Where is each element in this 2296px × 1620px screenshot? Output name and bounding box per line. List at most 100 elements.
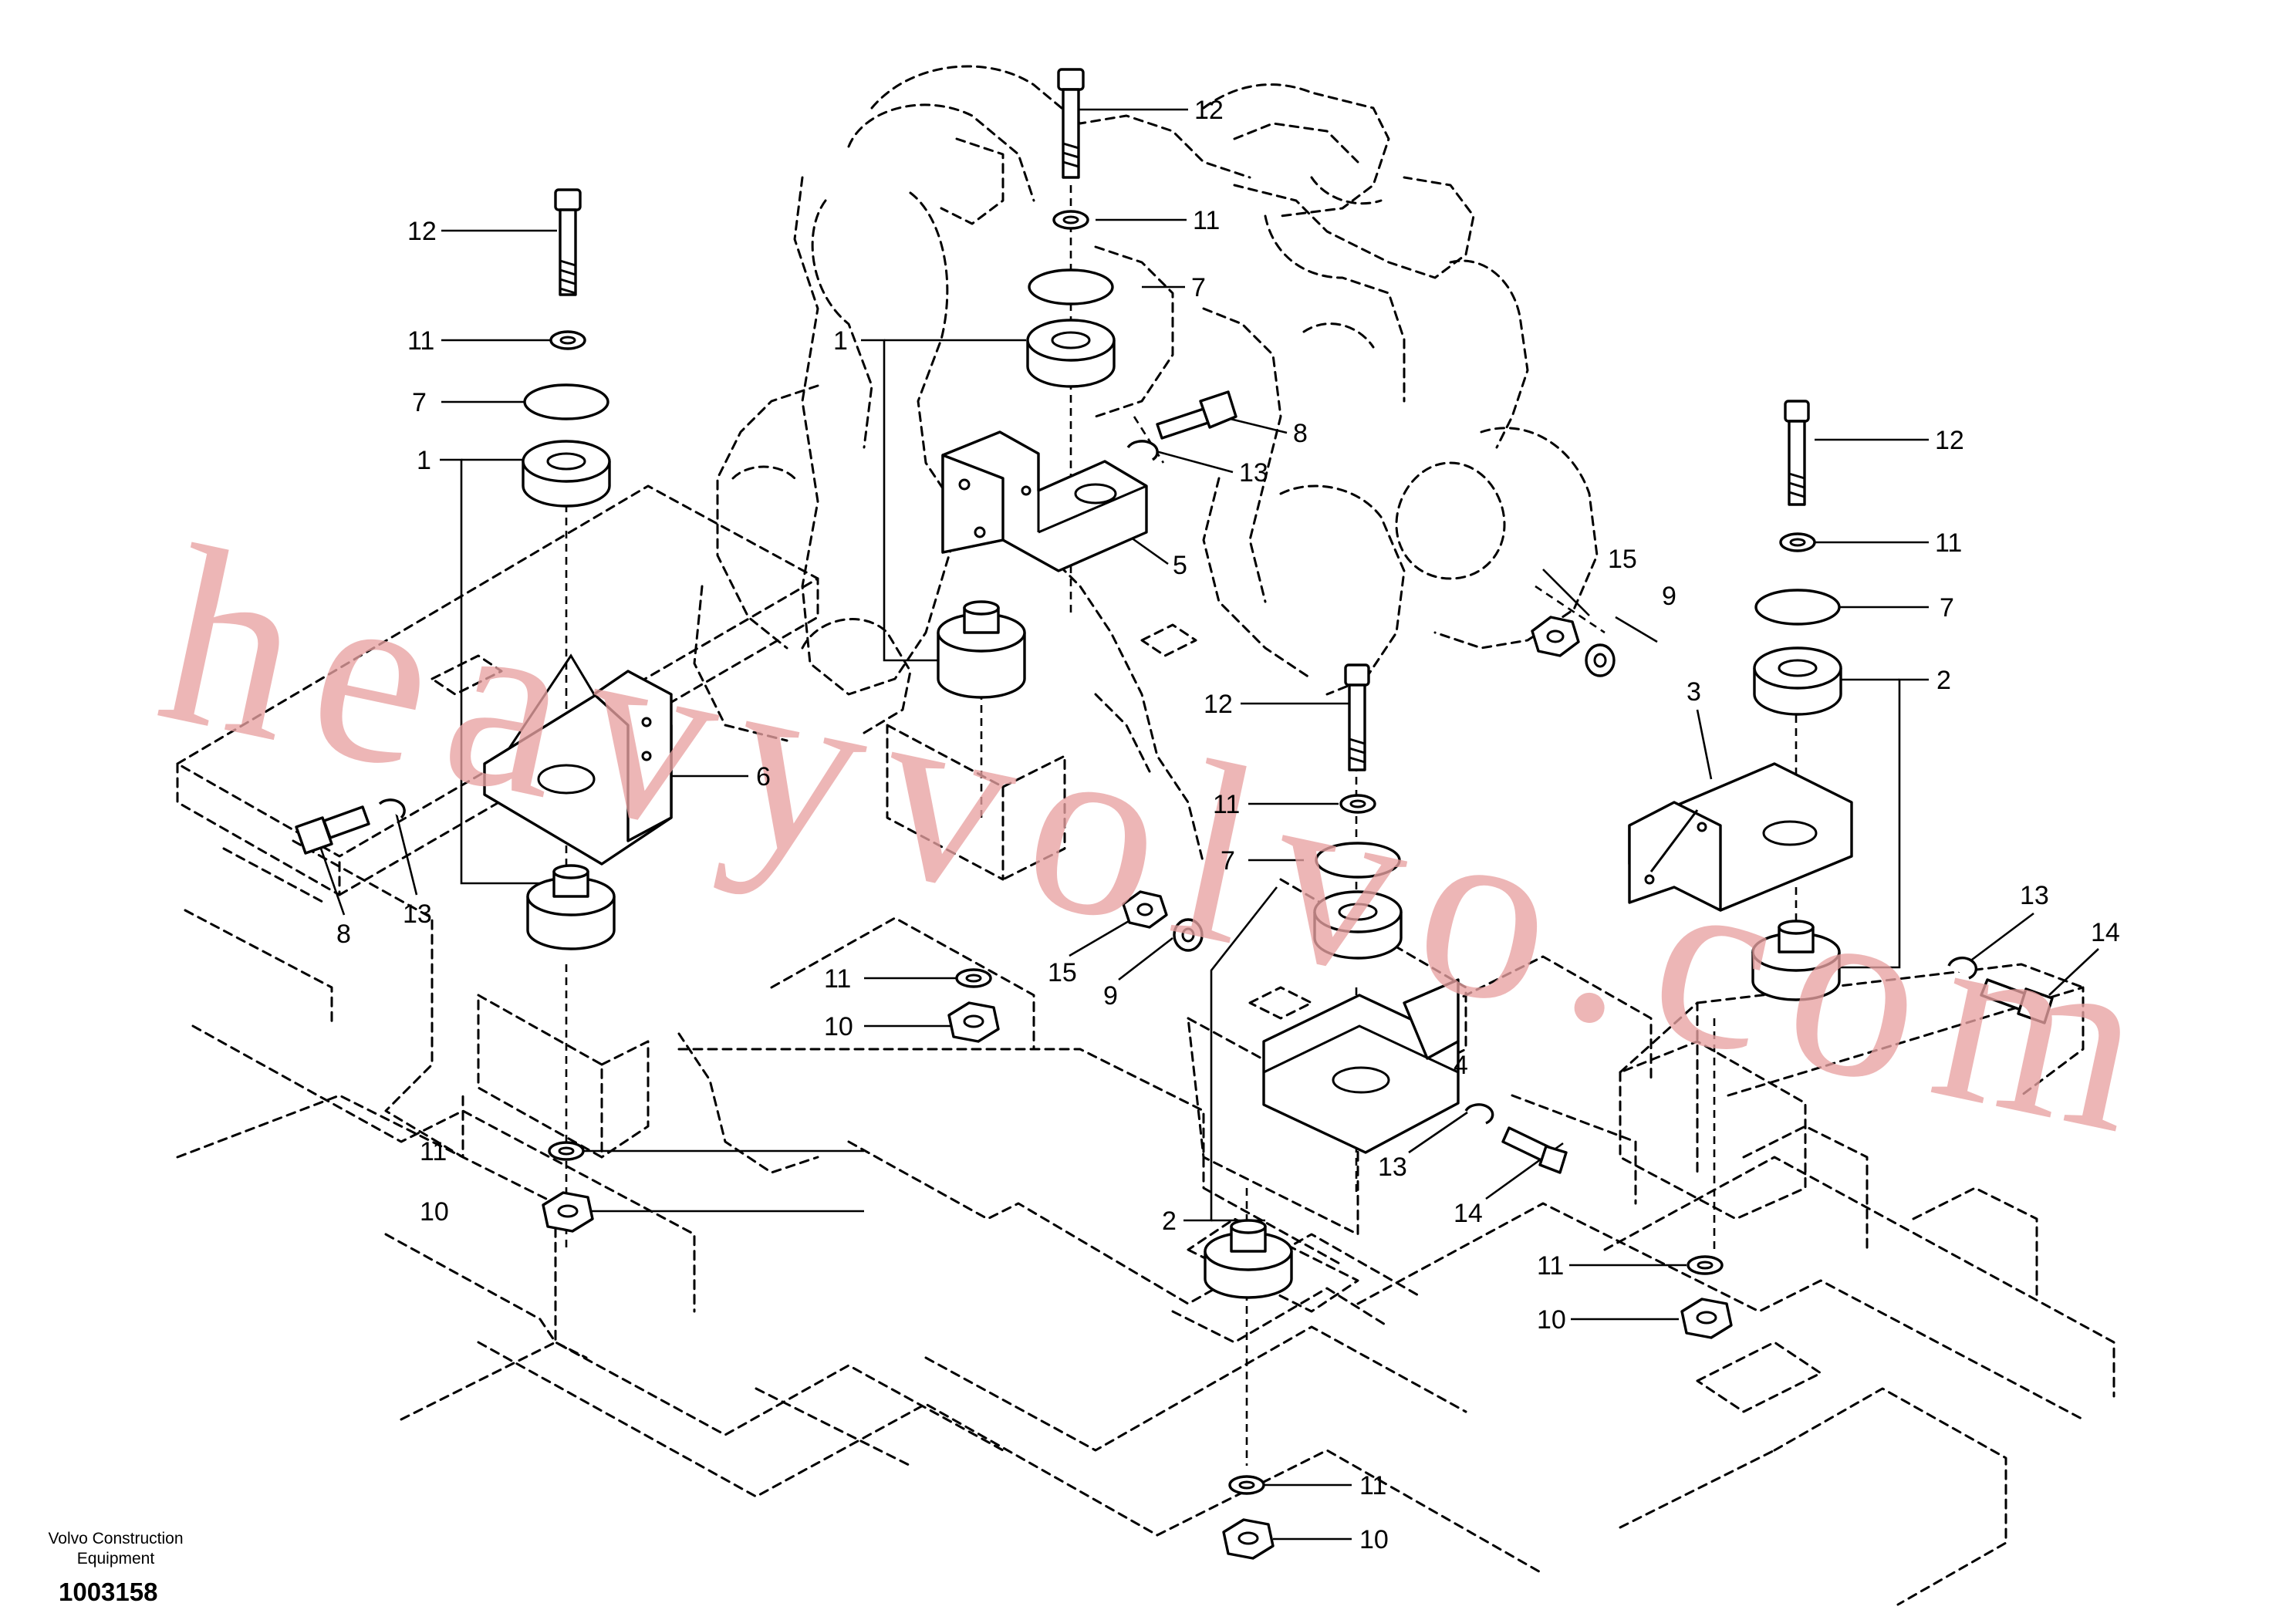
washer-9-left-hole xyxy=(1181,927,1195,943)
washer-11-left-hole xyxy=(559,336,576,345)
watermark-text: heavyvolvo.com xyxy=(141,493,2191,1192)
washer-11-right xyxy=(1779,532,1816,552)
callout-11: 11 xyxy=(1359,1471,1386,1500)
spring-washer-13-right xyxy=(1947,957,1978,980)
callout-12: 12 xyxy=(1935,426,1964,455)
bolt-8-left xyxy=(295,805,370,855)
hex-nut-10-center xyxy=(947,1001,1000,1043)
washer-7-middle xyxy=(1315,842,1401,879)
bolt-8-center xyxy=(1156,390,1237,440)
bolt-12-left xyxy=(554,188,582,296)
callout-7: 7 xyxy=(1221,846,1235,876)
bolt-12-right xyxy=(1784,400,1810,506)
bracket-6 xyxy=(483,653,673,866)
callout-15: 15 xyxy=(1048,958,1077,987)
spring-washer-13-middle xyxy=(1464,1103,1494,1125)
bolt-12-center xyxy=(1057,68,1085,179)
washer-9-right xyxy=(1585,643,1616,677)
callout-11: 11 xyxy=(1193,206,1220,235)
callout-13: 13 xyxy=(403,899,432,929)
bracket-3 xyxy=(1628,762,1853,912)
manufacturer-name-line1: Volvo Construction xyxy=(48,1530,184,1547)
callout-11: 11 xyxy=(407,326,434,356)
callout-2: 2 xyxy=(1162,1207,1177,1236)
callout-4: 4 xyxy=(1454,1051,1468,1080)
washer-11-left xyxy=(549,330,586,350)
callout-7: 7 xyxy=(1940,593,1954,623)
rubber-mount-1-left-top xyxy=(522,440,611,508)
washer-11-left-bottom-hole xyxy=(558,1146,575,1156)
callout-13: 13 xyxy=(1239,458,1268,488)
callout-8: 8 xyxy=(336,920,351,949)
hex-nut-15-left xyxy=(1122,890,1168,929)
spring-washer-13-center xyxy=(1126,440,1159,461)
hex-nut-10-left xyxy=(542,1191,594,1233)
callout-6: 6 xyxy=(756,762,771,791)
callout-labels: 12 11 7 1 8 13 5 12 11 7 1 6 8 13 11 10 … xyxy=(336,96,2120,1554)
callout-2: 2 xyxy=(1936,666,1951,695)
callout-8: 8 xyxy=(1293,419,1308,448)
washer-7-center xyxy=(1028,268,1114,305)
callout-11: 11 xyxy=(1213,790,1240,819)
callout-10: 10 xyxy=(420,1197,449,1227)
washer-9-right-hole xyxy=(1593,653,1607,668)
washer-11-middle xyxy=(1339,794,1376,814)
bolt-12-middle xyxy=(1344,663,1370,771)
callout-11: 11 xyxy=(824,964,851,994)
callout-12: 12 xyxy=(407,217,437,246)
hex-nut-10-bottom xyxy=(1222,1518,1275,1560)
callout-1: 1 xyxy=(833,326,848,356)
rubber-mount-2-right-bottom xyxy=(1751,920,1841,1001)
rubber-mount-2-right-top xyxy=(1753,646,1842,716)
callout-11: 11 xyxy=(1935,528,1962,558)
callout-9: 9 xyxy=(1103,981,1118,1011)
callout-15: 15 xyxy=(1608,545,1637,574)
callout-3: 3 xyxy=(1687,677,1701,707)
hex-nut-15-right xyxy=(1531,616,1580,657)
callout-13: 13 xyxy=(1378,1153,1407,1182)
washer-11-bottom-hole xyxy=(1238,1480,1255,1490)
bolt-14-middle xyxy=(1501,1126,1568,1174)
engine-outline xyxy=(693,65,1599,866)
callout-12: 12 xyxy=(1204,690,1233,719)
washer-11-center-hole xyxy=(1062,215,1079,224)
rubber-mount-1-center-top xyxy=(1026,319,1116,388)
rubber-mount-1-left-bottom xyxy=(526,864,616,950)
callout-14: 14 xyxy=(1454,1199,1483,1228)
rubber-mount-2-bottom xyxy=(1204,1219,1293,1299)
rubber-mount-2-middle-top xyxy=(1313,890,1403,960)
callout-7: 7 xyxy=(412,388,427,417)
callout-13: 13 xyxy=(2020,881,2049,910)
bolt-14-right xyxy=(1980,978,2054,1024)
washer-11-middle-hole xyxy=(1349,799,1366,808)
callout-10: 10 xyxy=(1359,1525,1389,1554)
callout-7: 7 xyxy=(1191,273,1206,302)
callout-12: 12 xyxy=(1194,96,1224,125)
callout-5: 5 xyxy=(1173,551,1187,580)
callout-11: 11 xyxy=(420,1137,447,1166)
washer-11-bottom xyxy=(1228,1475,1265,1495)
callout-11: 11 xyxy=(1537,1251,1564,1281)
washer-11-bottom-left-a-hole xyxy=(965,974,982,983)
manufacturer-name-line2: Equipment xyxy=(76,1550,155,1568)
washer-7-right xyxy=(1754,589,1841,626)
washer-11-right-hole xyxy=(1789,538,1806,547)
rubber-mount-1-center-bottom xyxy=(937,600,1026,699)
hex-nut-10-right xyxy=(1680,1298,1733,1339)
washer-11-bottom-left-a xyxy=(955,968,992,988)
callout-14: 14 xyxy=(2091,918,2120,947)
washer-11-right-bottom-hole xyxy=(1697,1261,1714,1270)
callout-1: 1 xyxy=(417,446,431,475)
bracket-4 xyxy=(1262,978,1460,1154)
bracket-5 xyxy=(941,430,1148,572)
callout-10: 10 xyxy=(824,1012,853,1041)
washer-7-left xyxy=(523,383,609,420)
drawing-number: 1003158 xyxy=(59,1578,158,1606)
washer-11-right-bottom xyxy=(1687,1255,1724,1275)
washer-11-left-bottom xyxy=(548,1141,585,1161)
spring-washer-13-left xyxy=(378,798,406,819)
washer-9-left xyxy=(1173,918,1204,952)
washer-11-center xyxy=(1052,210,1089,230)
callout-9: 9 xyxy=(1662,582,1676,611)
